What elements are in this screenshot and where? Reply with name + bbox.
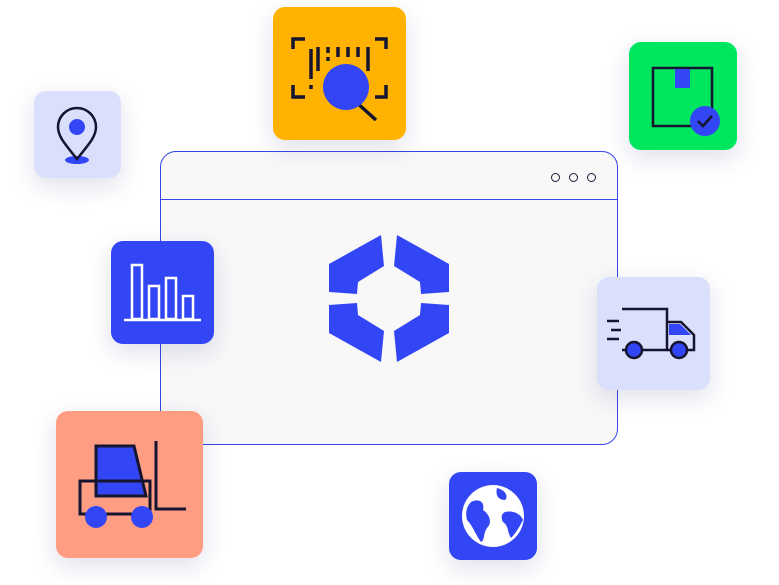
scanner-tile [273,7,406,140]
package-tile [629,42,737,150]
bar-chart-icon [124,263,201,322]
chart-tile [111,241,214,344]
location-pin-icon [56,106,98,164]
window-titlebar-divider [161,199,617,200]
globe-icon [462,485,524,547]
delivery-truck-icon [607,307,696,360]
package-check-icon [651,66,720,136]
truck-tile [597,277,710,390]
window-dot [587,173,596,182]
browser-window [160,151,618,445]
barcode-scan-icon [291,37,388,122]
globe-tile [449,472,537,560]
forklift-tile [56,411,203,558]
window-dot [569,173,578,182]
window-dot [551,173,560,182]
forklift-icon [78,441,186,528]
location-tile [34,91,121,178]
